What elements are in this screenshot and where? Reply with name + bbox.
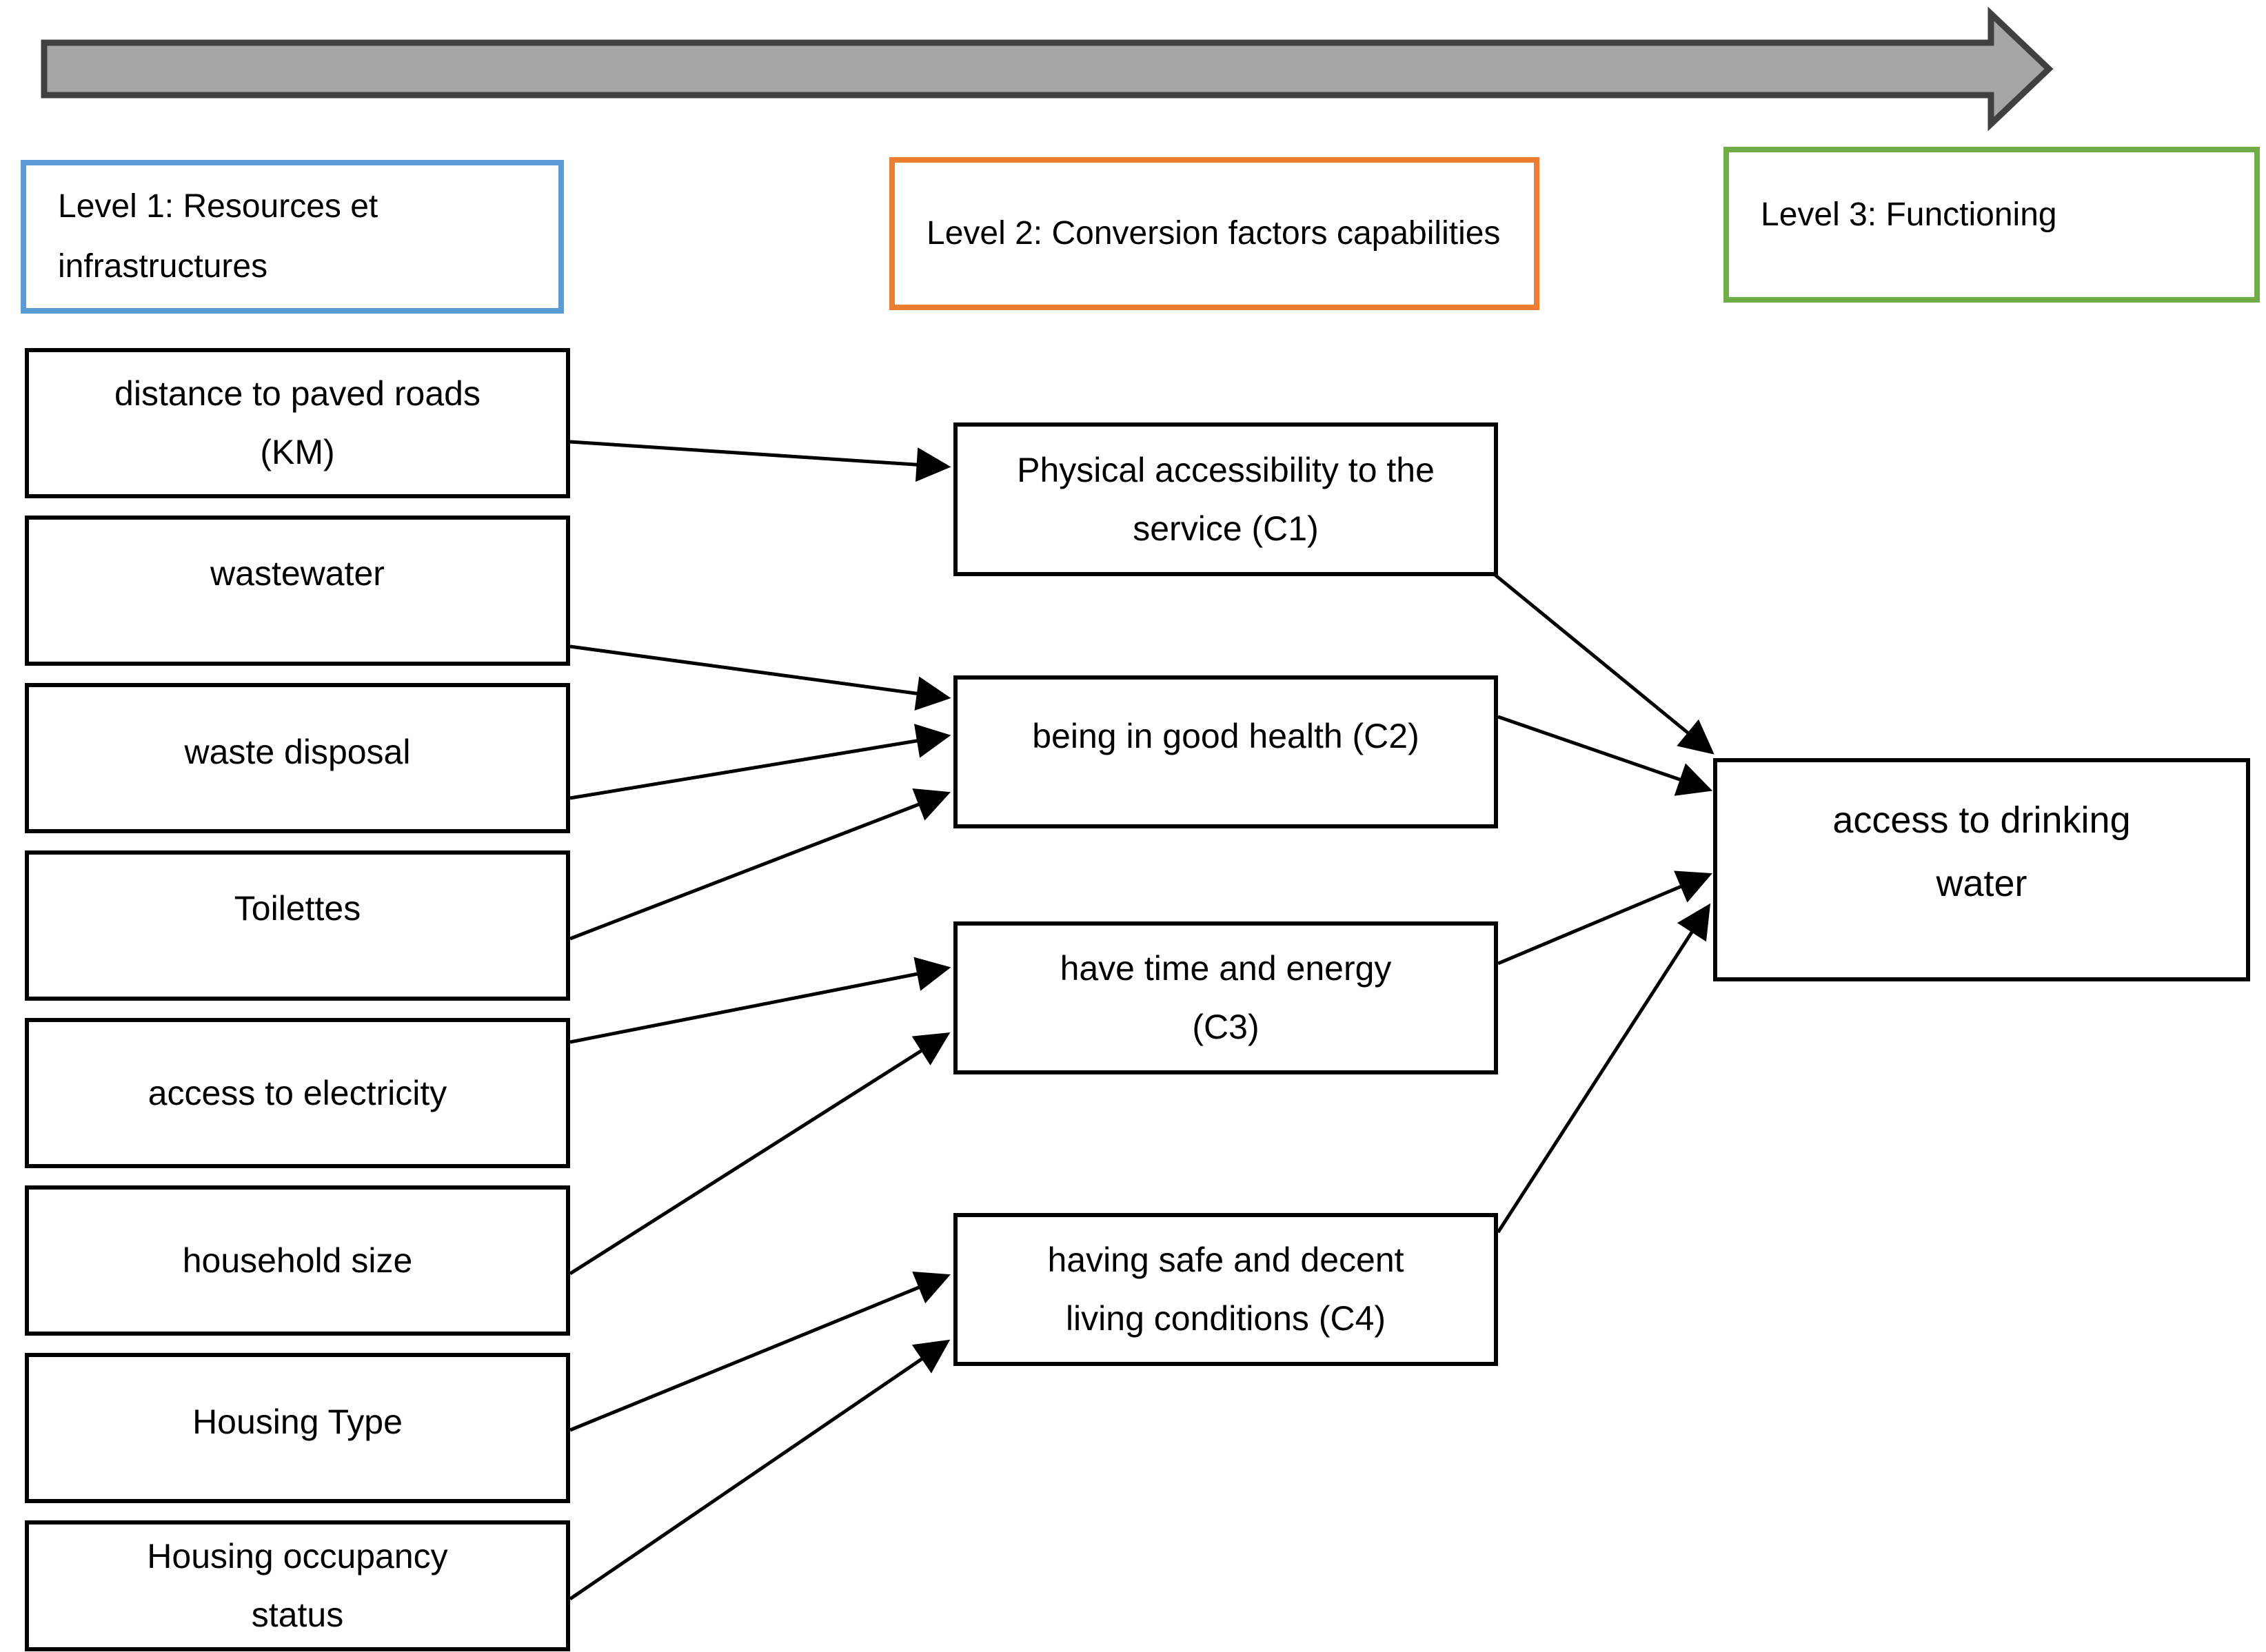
- resource-box-toilettes: Toilettes: [25, 850, 570, 1001]
- edge-line: [569, 1339, 951, 1601]
- capability-label: having safe and decent living conditions…: [1047, 1241, 1404, 1338]
- edge-line: [1497, 870, 1712, 966]
- edge-line: [569, 1271, 951, 1432]
- edge-line: [569, 957, 951, 1044]
- level1-header-label: Level 1: Resources et infrastructures: [58, 188, 378, 285]
- edge-line: [569, 644, 951, 711]
- capability-label: have time and energy (C3): [1060, 949, 1392, 1046]
- capability-box-c2: being in good health (C2): [953, 675, 1498, 828]
- resource-box-household-size: household size: [25, 1185, 570, 1336]
- edge-line: [1492, 572, 1714, 755]
- resource-label: waste disposal: [184, 733, 411, 771]
- level1-header: Level 1: Resources et infrastructures: [21, 160, 564, 314]
- level2-header: Level 2: Conversion factors capabilities: [889, 157, 1539, 310]
- level3-header-label: Level 3: Functioning: [1761, 196, 2057, 233]
- edge-line: [569, 1032, 951, 1276]
- level2-header-label: Level 2: Conversion factors capabilities: [927, 214, 1501, 252]
- functioning-box-access-to-drinking-water: access to drinking water: [1713, 758, 2250, 981]
- capability-label: Physical accessibility to the service (C…: [1017, 450, 1435, 548]
- edge-line: [569, 788, 951, 941]
- edge-line: [1496, 903, 1711, 1234]
- resource-label: Housing Type: [192, 1403, 403, 1441]
- resource-box-housing-occupancy-status: Housing occupancy status: [25, 1520, 570, 1651]
- resource-box-access-to-electricity: access to electricity: [25, 1018, 570, 1168]
- edge-line: [569, 724, 951, 800]
- resource-label: distance to paved roads (KM): [114, 374, 480, 471]
- resource-label: Toilettes: [234, 889, 361, 928]
- capability-box-c4: having safe and decent living conditions…: [953, 1213, 1498, 1366]
- resource-box-wastewater: wastewater: [25, 516, 570, 666]
- resource-box-waste-disposal: waste disposal: [25, 683, 570, 833]
- edge-line: [1497, 715, 1713, 796]
- capability-label: being in good health (C2): [1032, 717, 1419, 755]
- resource-box-distance-to-paved-roads: distance to paved roads (KM): [25, 348, 570, 498]
- resource-box-housing-type: Housing Type: [25, 1353, 570, 1503]
- capability-box-c1: Physical accessibility to the service (C…: [953, 422, 1498, 576]
- resource-label: household size: [182, 1241, 413, 1280]
- resource-label: Housing occupancy status: [147, 1537, 448, 1634]
- capability-box-c3: have time and energy (C3): [953, 921, 1498, 1074]
- flow-arrow: [41, 6, 2054, 132]
- edge-line: [569, 440, 951, 482]
- resource-label: access to electricity: [148, 1073, 447, 1112]
- functioning-label: access to drinking water: [1832, 799, 2131, 904]
- level3-header: Level 3: Functioning: [1723, 147, 2260, 303]
- resource-label: wastewater: [210, 554, 385, 593]
